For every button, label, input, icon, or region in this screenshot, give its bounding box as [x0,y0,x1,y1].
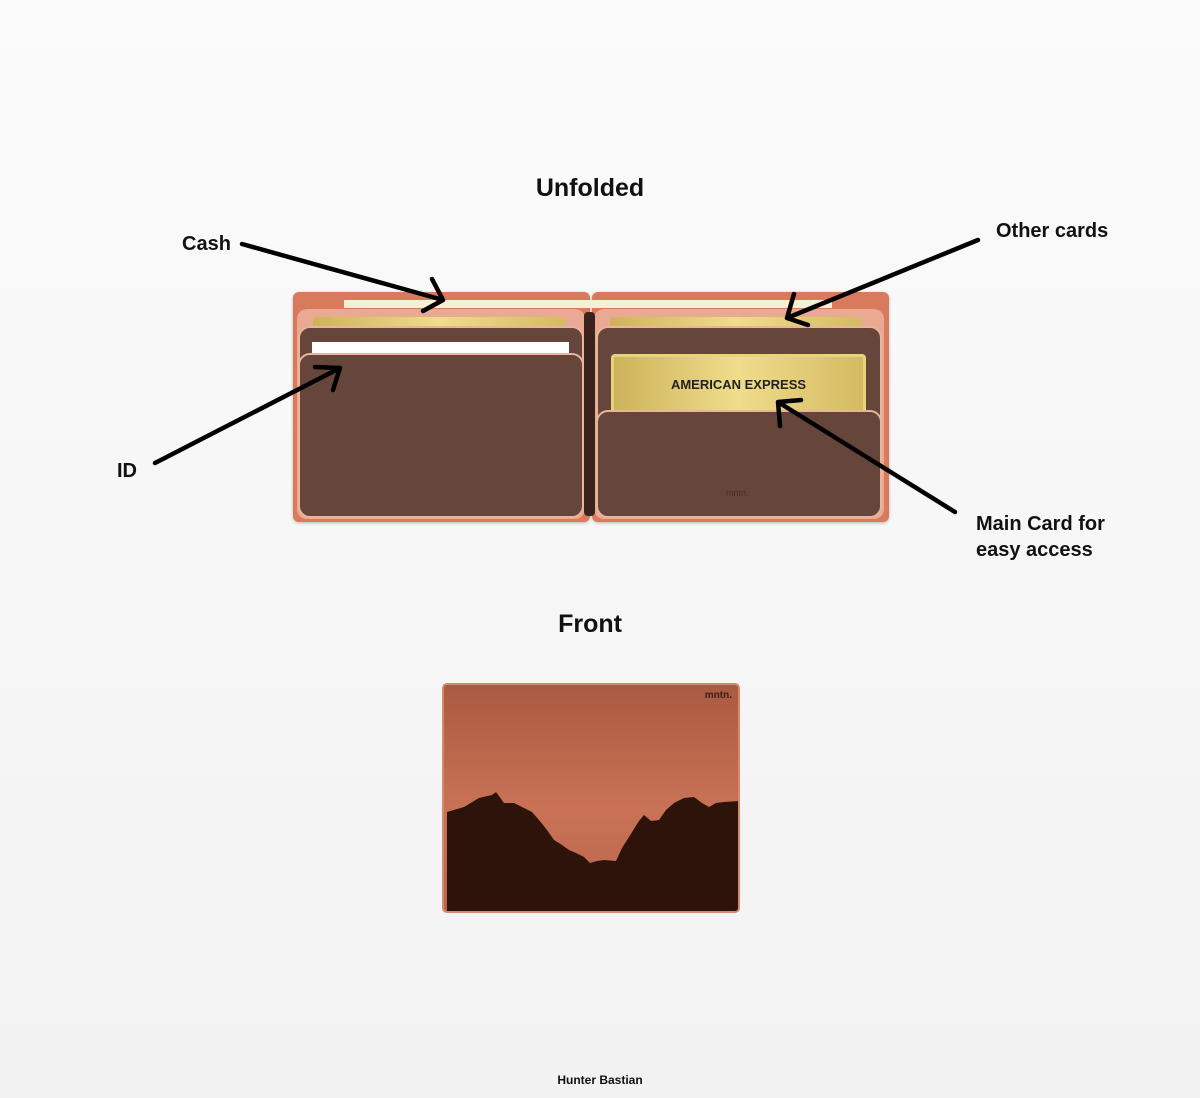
left-front-pocket [298,353,584,518]
cash-arrow [239,241,446,314]
front-logo: mntn. [704,690,732,701]
id-card [312,342,569,354]
unfolded-title: Unfolded [535,174,645,202]
right-front-pocket [596,410,882,518]
other-cards-label: Other cards [996,220,1109,242]
main-card-label-line2: easy access [976,539,1093,561]
wallet-front: mntn. [442,683,740,913]
other-cards-arrow [784,237,981,328]
main-card-label-line1: Main Card for [976,513,1105,535]
id-label: ID [117,460,137,482]
wallet-logo: mntn. [726,488,749,498]
mountain-silhouette [447,792,738,911]
id-arrow [152,364,343,466]
author-credit: Hunter Bastian [557,1073,643,1087]
card-brand: AMERICAN EXPRESS [670,377,807,392]
main-card-arrow [775,397,958,515]
cash-bill [344,300,832,308]
cash-label: Cash [182,233,231,255]
main-card-label: Main Card for easy access [976,511,1105,563]
front-title: Front [558,610,622,638]
wallet-spine [584,312,595,516]
